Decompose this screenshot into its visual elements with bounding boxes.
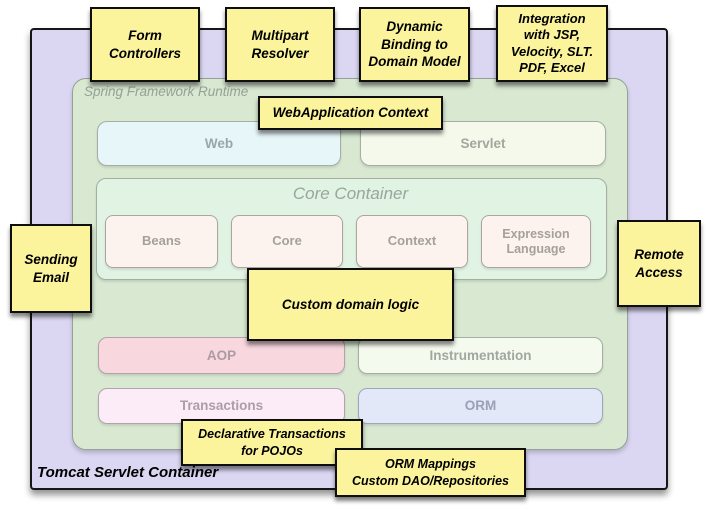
note-declarative-transactions: Declarative Transactions for POJOs — [181, 419, 363, 466]
note-webapplication-context: WebApplication Context — [258, 96, 443, 130]
expression-language-module-box: Expression Language — [481, 215, 591, 268]
note-orm-mappings: ORM Mappings Custom DAO/Repositories — [335, 448, 526, 497]
context-module-box: Context — [356, 215, 468, 268]
note-form-controllers: Form Controllers — [90, 7, 200, 82]
spring-runtime-label: Spring Framework Runtime — [84, 84, 249, 99]
instrumentation-module-box: Instrumentation — [358, 337, 603, 374]
web-module-box: Web — [97, 121, 341, 166]
note-custom-domain-logic: Custom domain logic — [247, 268, 454, 341]
note-multipart-resolver: Multipart Resolver — [225, 7, 335, 82]
note-dynamic-binding: Dynamic Binding to Domain Model — [359, 7, 470, 82]
note-integration-views: Integration with JSP, Velocity, SLT. PDF… — [496, 5, 608, 82]
beans-module-box: Beans — [105, 215, 218, 268]
note-sending-email: Sending Email — [10, 224, 92, 313]
core-module-box: Core — [231, 215, 343, 268]
core-container-title: Core Container — [292, 184, 409, 203]
note-remote-access: Remote Access — [617, 220, 701, 307]
tomcat-container-label: Tomcat Servlet Container — [37, 464, 219, 481]
aop-module-box: AOP — [98, 337, 345, 374]
orm-module-box: ORM — [358, 388, 603, 424]
